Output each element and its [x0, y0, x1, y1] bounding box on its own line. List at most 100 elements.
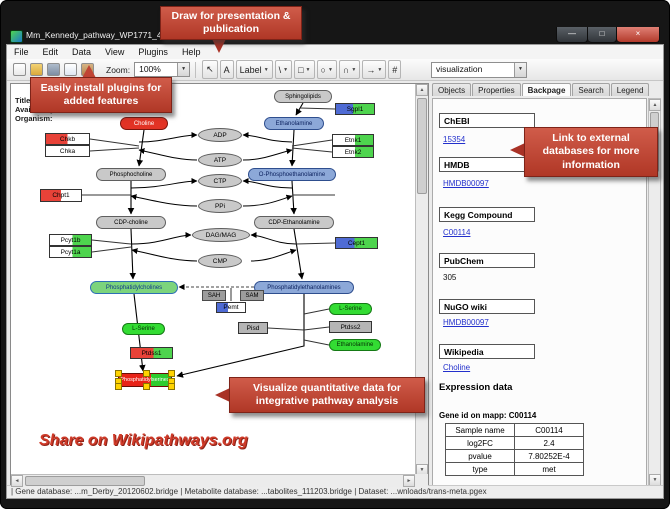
close-button[interactable]: ×: [617, 27, 660, 43]
node-phosphatidylserines-selected[interactable]: Phosphatidylserines: [115, 370, 175, 390]
nugo-id-link[interactable]: HMDB00097: [443, 318, 489, 327]
zoom-combobox[interactable]: 100% ▼: [134, 62, 191, 77]
scroll-left-icon[interactable]: ◄: [11, 475, 23, 487]
kegg-id-link[interactable]: C00114: [443, 228, 471, 237]
chevron-down-icon[interactable]: ▼: [514, 63, 526, 77]
wikipedia-link[interactable]: Choline: [443, 363, 471, 372]
minimize-button[interactable]: —: [556, 27, 588, 43]
selection-handle[interactable]: [143, 370, 150, 377]
chevron-down-icon[interactable]: ▼: [177, 63, 190, 76]
chevron-down-icon: ▼: [283, 66, 289, 73]
chevron-down-icon: ▼: [305, 66, 311, 73]
menu-view[interactable]: View: [105, 47, 125, 57]
new-file-icon[interactable]: [13, 63, 26, 76]
vertical-scroll-thumb[interactable]: [417, 98, 427, 194]
selection-handle[interactable]: [168, 370, 175, 377]
node-ethanolamine-top[interactable]: Ethanolamine: [264, 117, 324, 130]
node-l-serine-right[interactable]: L-Serine: [329, 303, 372, 315]
callout-link: Link to external databases for more info…: [524, 127, 658, 177]
node-ppi[interactable]: PPi: [198, 199, 242, 213]
node-phosphocholine[interactable]: Phosphocholine: [96, 168, 166, 181]
tab-backpage[interactable]: Backpage: [521, 83, 572, 96]
arc-tool-dropdown[interactable]: ∩▼: [338, 60, 361, 79]
node-cmp[interactable]: CMP: [198, 254, 242, 268]
rectangle-tool-dropdown[interactable]: □▼: [294, 60, 315, 79]
selection-handle[interactable]: [115, 383, 122, 390]
node-cdp-ethanolamine[interactable]: CDP-Ethanolamine: [254, 216, 334, 229]
select-tool-button[interactable]: ↖: [202, 60, 218, 79]
table-cell: 2.4: [514, 436, 584, 450]
node-ptdss2[interactable]: Ptdss2: [329, 321, 372, 333]
menu-data[interactable]: Data: [72, 47, 92, 57]
node-chka[interactable]: Chka: [45, 145, 90, 157]
node-ethanolamine-bottom[interactable]: Ethanolamine: [329, 339, 381, 351]
menu-edit[interactable]: Edit: [42, 47, 59, 57]
template-tool-button[interactable]: #: [388, 60, 402, 79]
node-sah[interactable]: SAH: [202, 290, 226, 301]
node-pisd[interactable]: Pisd: [238, 322, 268, 334]
connector-tool-dropdown[interactable]: →▼: [362, 60, 387, 79]
selection-handle[interactable]: [115, 370, 122, 377]
chebi-id-link[interactable]: 15354: [443, 135, 466, 144]
pathway-title-label: Title:: [15, 96, 33, 105]
hmdb-id-link[interactable]: HMDB00097: [443, 179, 489, 188]
node-sphingolipids[interactable]: Sphingolipids: [274, 90, 332, 103]
node-dag-mag[interactable]: DAG/MAG: [192, 228, 250, 242]
line-tool-dropdown[interactable]: \▼: [274, 60, 293, 79]
selection-handle[interactable]: [168, 383, 175, 390]
open-folder-icon[interactable]: [30, 63, 43, 76]
scroll-up-icon[interactable]: ▲: [649, 99, 661, 111]
template-tool-icon: #: [392, 64, 398, 75]
node-phosphatidylethanolamines[interactable]: Phosphatidylethanolamines: [254, 281, 354, 294]
canvas-horizontal-scrollbar[interactable]: ◄ ►: [11, 474, 415, 487]
node-etnk2[interactable]: Etnk2: [332, 146, 374, 158]
node-sgpl1[interactable]: Sgpl1: [335, 103, 375, 115]
menu-help[interactable]: Help: [181, 47, 201, 57]
ellipse-tool-dropdown[interactable]: ○▼: [316, 60, 337, 79]
horizontal-scroll-thumb[interactable]: [25, 476, 145, 486]
menu-plugins[interactable]: Plugins: [138, 47, 168, 57]
pathway-canvas[interactable]: Title: Availability: Organism: Sphingoli…: [10, 83, 429, 488]
node-adp[interactable]: ADP: [198, 128, 242, 142]
node-phosphatidylcholines[interactable]: Phosphatidylcholines: [90, 281, 178, 294]
canvas-vertical-scrollbar[interactable]: ▲ ▼: [415, 84, 428, 476]
table-cell: type: [445, 462, 515, 476]
node-sam[interactable]: SAM: [240, 290, 264, 301]
panel-vertical-scrollbar[interactable]: ▲ ▼: [648, 98, 661, 487]
node-pemt[interactable]: Pemt: [216, 302, 246, 313]
node-ctp[interactable]: CTP: [198, 174, 242, 188]
node-etnk1[interactable]: Etnk1: [332, 134, 374, 146]
text-tool-button[interactable]: A: [219, 60, 234, 79]
label-tool-dropdown[interactable]: Label▼: [235, 60, 273, 79]
tab-objects[interactable]: Objects: [432, 83, 472, 96]
node-atp[interactable]: ATP: [198, 153, 242, 167]
node-l-serine-left[interactable]: L-Serine: [122, 323, 165, 335]
tab-search[interactable]: Search: [572, 83, 610, 96]
node-ptdss1[interactable]: Ptdss1: [130, 347, 173, 359]
tab-properties[interactable]: Properties: [472, 83, 521, 96]
node-pcyt1b[interactable]: Pcyt1b: [49, 234, 92, 246]
menu-file[interactable]: File: [14, 47, 29, 57]
node-chkb[interactable]: Chkb: [45, 133, 90, 145]
scroll-up-icon[interactable]: ▲: [416, 84, 428, 96]
connector-tool-icon: →: [366, 64, 376, 75]
selection-handle[interactable]: [143, 383, 150, 390]
scroll-right-icon[interactable]: ►: [403, 475, 415, 487]
copy-icon[interactable]: [64, 63, 77, 76]
node-chpt1[interactable]: Chpt1: [40, 189, 82, 202]
node-cdp-choline[interactable]: CDP-choline: [96, 216, 166, 229]
tab-legend[interactable]: Legend: [610, 83, 650, 96]
callout-visualize-pointer: [215, 388, 230, 402]
visualization-combobox[interactable]: visualization ▼: [431, 62, 527, 78]
maximize-button[interactable]: □: [588, 27, 617, 43]
node-o-phosphoethanolamine[interactable]: O-Phosphoethanolamine: [248, 168, 336, 181]
node-pcyt1a[interactable]: Pcyt1a: [49, 246, 92, 258]
node-cept1[interactable]: Cept1: [335, 237, 378, 249]
label-tool-text: Label: [239, 64, 262, 75]
save-icon[interactable]: [47, 63, 60, 76]
callout-visualize: Visualize quantitative data for integrat…: [229, 377, 425, 413]
table-cell: 7.80252E-4: [514, 449, 584, 463]
node-choline[interactable]: Choline: [120, 117, 168, 130]
